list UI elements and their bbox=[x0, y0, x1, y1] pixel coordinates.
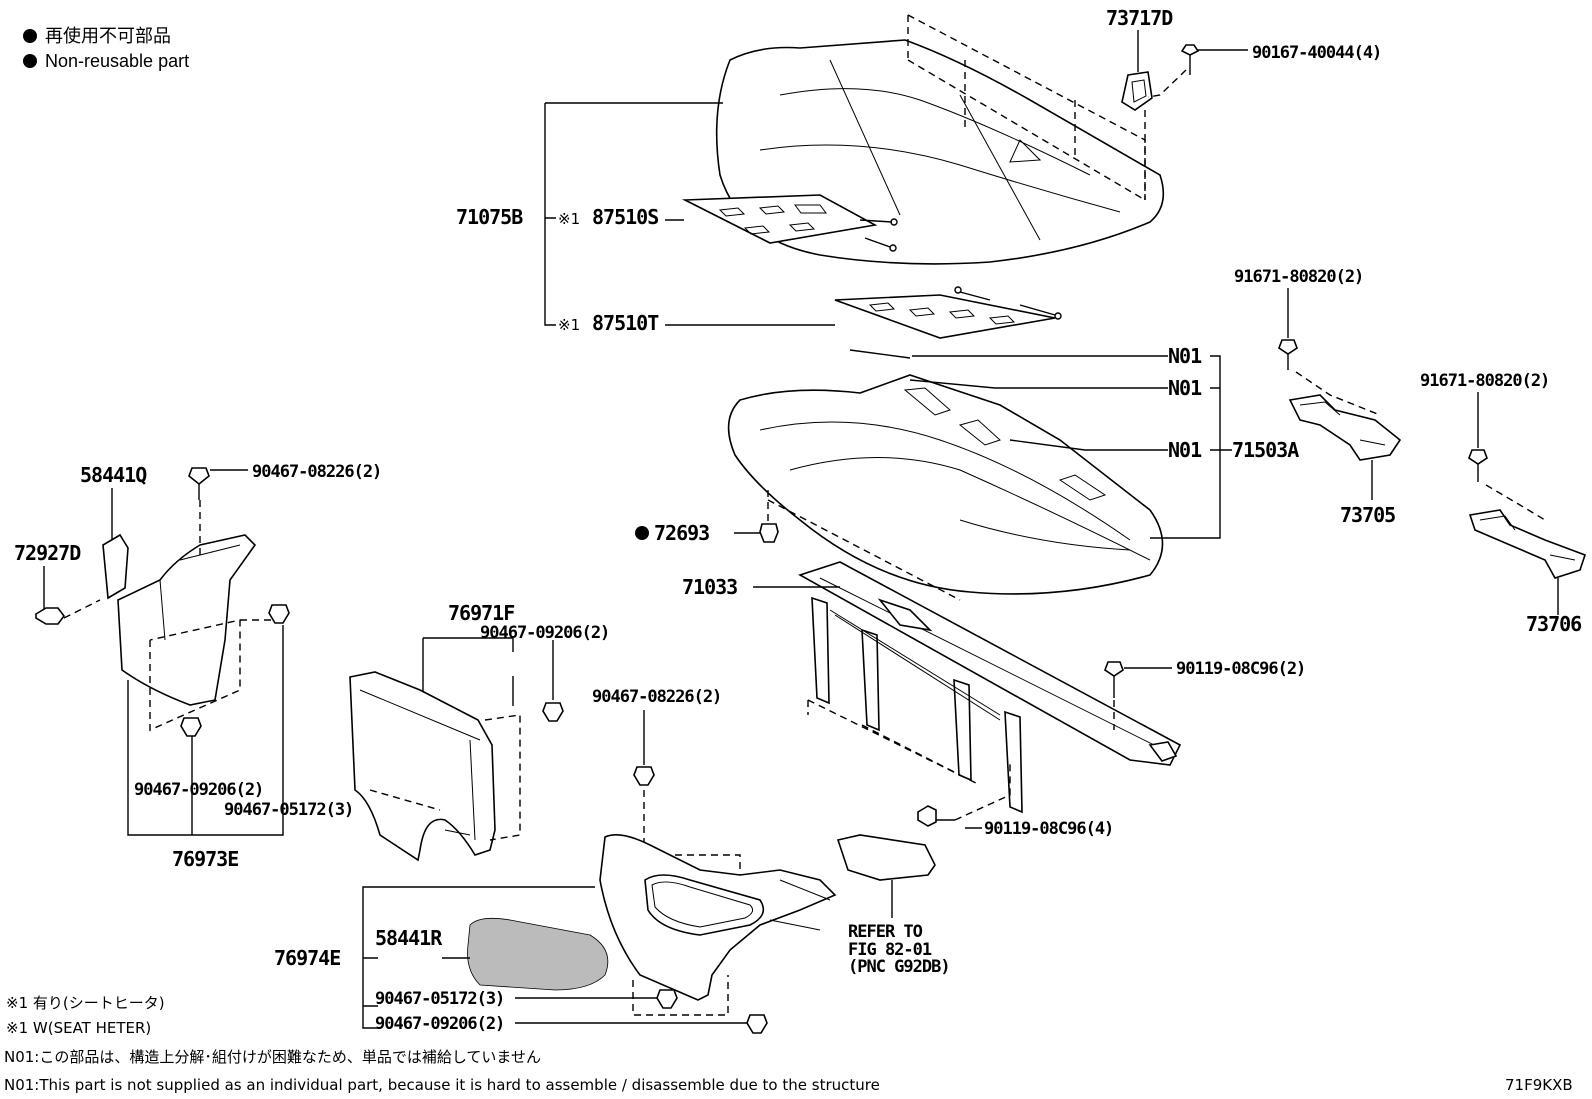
clip-90467-08226-drawing bbox=[188, 467, 210, 486]
part-number-90467-09206[interactable]: 90467-09206(2) bbox=[375, 1014, 505, 1034]
part-number-71033[interactable]: 71033 bbox=[682, 575, 738, 599]
part-number-72693[interactable]: 72693 bbox=[654, 521, 710, 545]
bolt-90119-a-drawing bbox=[1104, 661, 1172, 730]
non-reusable-bullet-icon bbox=[23, 54, 37, 68]
clip-72693-drawing bbox=[759, 523, 779, 543]
clip-90467-05172-drawing bbox=[656, 989, 678, 1009]
part-number-87510t[interactable]: 87510T bbox=[592, 311, 660, 335]
part-number-73706[interactable]: 73706 bbox=[1526, 612, 1582, 636]
bracket-73717d-drawing bbox=[1121, 30, 1248, 200]
part-number-91671-80820[interactable]: 91671-80820(2) bbox=[1420, 371, 1550, 391]
part-number-76973e[interactable]: 76973E bbox=[172, 847, 239, 871]
seat-cushion-frame-drawing bbox=[798, 561, 1182, 814]
part-number-90467-09206[interactable]: 90467-09206(2) bbox=[480, 623, 610, 643]
clip-90467-09206-drawing bbox=[180, 717, 202, 737]
clip-90467-08226-drawing bbox=[633, 766, 655, 786]
part-number-90467-09206[interactable]: 90467-09206(2) bbox=[134, 780, 264, 800]
hinge-bracket-73705-drawing bbox=[1278, 339, 1402, 500]
bolt-90119-b-drawing bbox=[917, 760, 1011, 829]
seat-heater-mark: ※1 bbox=[558, 210, 580, 228]
clip-90467-09206-drawing bbox=[746, 1014, 768, 1034]
leader-87510 bbox=[665, 219, 835, 326]
note-seat-heater-jp: ※1 有り(シートヒータ) bbox=[6, 994, 165, 1012]
non-reusable-bullet-icon bbox=[23, 29, 37, 43]
part-number-58441q[interactable]: 58441Q bbox=[80, 463, 148, 487]
part-number-90119-08c96[interactable]: 90119-08C96(4) bbox=[984, 819, 1114, 839]
bracket-76971f bbox=[422, 637, 514, 706]
part-number-90467-05172[interactable]: 90467-05172(3) bbox=[375, 989, 505, 1009]
leader-90467-08226-a bbox=[198, 469, 248, 500]
guide-72693 bbox=[767, 490, 961, 601]
note-n01-en: N01:This part is not supplied as an indi… bbox=[4, 1076, 880, 1094]
guide-72927d bbox=[63, 599, 101, 619]
part-number-90467-08226[interactable]: 90467-08226(2) bbox=[592, 687, 722, 707]
refer-fig-line[interactable]: FIG 82-01 bbox=[848, 940, 933, 960]
part-number-90167-40044[interactable]: 90167-40044(4) bbox=[1252, 43, 1382, 63]
seat-cushion-pad-drawing bbox=[727, 349, 1164, 595]
part-number-71503a[interactable]: 71503A bbox=[1232, 438, 1300, 462]
part-number-90467-05172[interactable]: 90467-05172(3) bbox=[224, 800, 354, 820]
figure-code: 71F9KXB bbox=[1505, 1076, 1573, 1094]
legend-en: Non-reusable part bbox=[45, 51, 189, 71]
bracket-71503a bbox=[1150, 355, 1232, 539]
seat-heater-mat-87510s-drawing bbox=[681, 194, 898, 252]
seat-heater-mark: ※1 bbox=[558, 316, 580, 334]
guide-90467-08226 bbox=[643, 790, 741, 875]
part-number-90119-08c96[interactable]: 90119-08C96(2) bbox=[1176, 659, 1306, 679]
part-number-87510s[interactable]: 87510S bbox=[592, 205, 659, 229]
part-number-73705[interactable]: 73705 bbox=[1340, 503, 1396, 527]
part-number-90467-08226[interactable]: 90467-08226(2) bbox=[252, 462, 382, 482]
note-seat-heater-en: ※1 W(SEAT HETER) bbox=[6, 1019, 151, 1037]
refer-pnc-line[interactable]: (PNC G92DB) bbox=[848, 957, 951, 977]
note-n01-jp: N01:この部品は、構造上分解･組付けが困難なため、単品では補給していません bbox=[4, 1048, 541, 1066]
part-number-76971f[interactable]: 76971F bbox=[448, 601, 515, 625]
side-cover-76974e-drawing bbox=[599, 834, 837, 1016]
bracket-76974e bbox=[362, 886, 595, 1029]
part-number-71075b[interactable]: 71075B bbox=[456, 205, 524, 229]
non-reusable-bullet-icon bbox=[635, 526, 649, 540]
refer-to-line[interactable]: REFER TO bbox=[848, 922, 924, 942]
clip-90467-09206-drawing bbox=[542, 702, 564, 722]
side-cover-76973e-drawing bbox=[102, 500, 284, 836]
clip-72927d-drawing bbox=[35, 607, 65, 625]
part-number-n01[interactable]: N01 bbox=[1168, 344, 1203, 368]
leader-n01 bbox=[912, 355, 1168, 451]
part-number-76974e[interactable]: 76974E bbox=[274, 946, 341, 970]
grille-58441r-drawing bbox=[467, 917, 609, 991]
seat-heater-mat-87510t-drawing bbox=[834, 286, 1062, 339]
part-number-72927d[interactable]: 72927D bbox=[14, 541, 82, 565]
clip-90467-05172-drawing bbox=[268, 604, 290, 624]
legend-jp: 再使用不可部品 bbox=[45, 26, 171, 46]
part-number-n01[interactable]: N01 bbox=[1168, 438, 1203, 462]
part-number-58441r[interactable]: 58441R bbox=[375, 926, 444, 950]
bracket-71075b bbox=[544, 102, 723, 326]
part-number-73717d[interactable]: 73717D bbox=[1106, 6, 1174, 30]
part-number-91671-80820[interactable]: 91671-80820(2) bbox=[1234, 267, 1364, 287]
part-number-n01[interactable]: N01 bbox=[1168, 376, 1203, 400]
reference-part-drawing bbox=[836, 834, 936, 881]
hinge-bracket-73706-drawing bbox=[1468, 449, 1587, 615]
side-cover-76971f-drawing bbox=[349, 671, 521, 862]
